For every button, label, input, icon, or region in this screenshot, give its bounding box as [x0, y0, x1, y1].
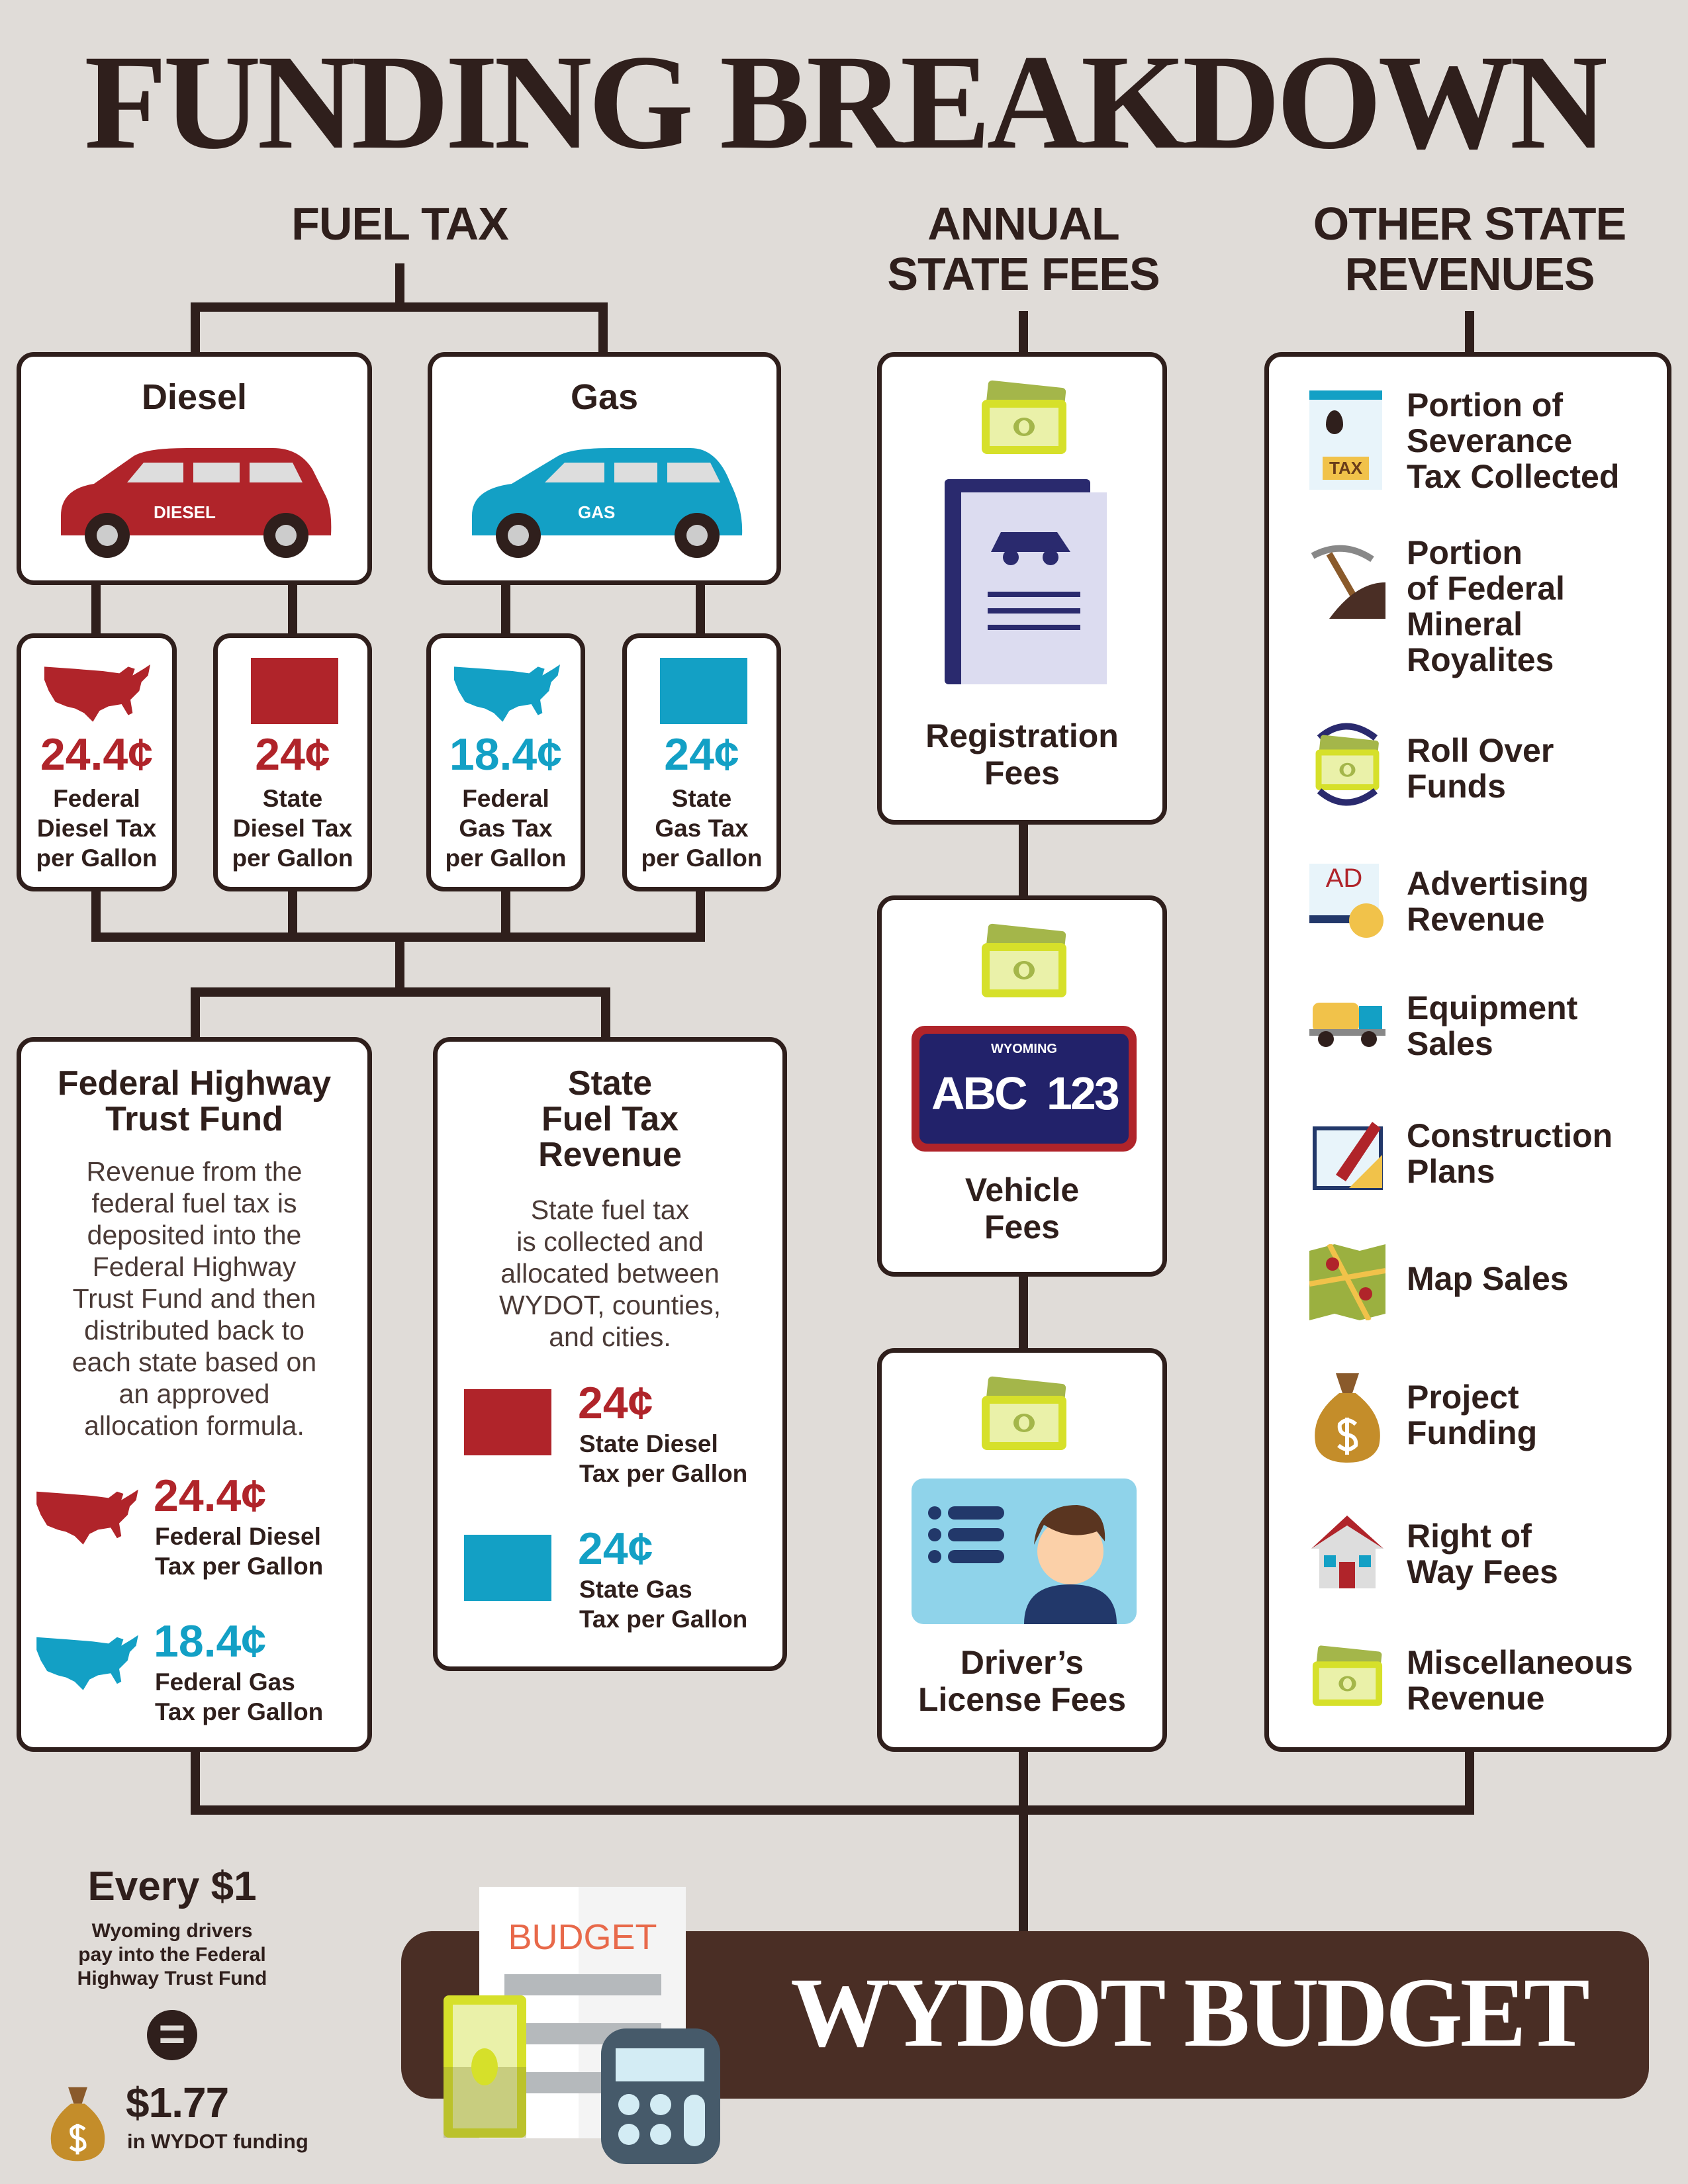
other-state-revenues-card	[1264, 352, 1671, 1752]
registration-fees-card: Registration Fees	[877, 352, 1167, 825]
federal-gas-tax-card: 18.4¢ Federal Gas Tax per Gallon	[426, 633, 585, 891]
drivers-license-fees-card: Driver’s License Fees	[877, 1348, 1167, 1752]
card-title: Federal Highway Trust Fund	[57, 1064, 332, 1138]
money-icon	[978, 1376, 1070, 1455]
every-dollar-heading: Every $1	[87, 1864, 257, 1909]
header-other-state-revenues: OTHER STATE REVENUES	[1313, 198, 1627, 300]
tax-value: 24¢	[578, 1378, 653, 1428]
tax-icon-text: TAX	[1323, 457, 1370, 480]
federal-highway-trust-fund-card: Federal Highway Trust Fund Revenue from …	[17, 1037, 372, 1752]
state-gas-tax-card: 24¢ State Gas Tax per Gallon	[622, 633, 781, 891]
equipment-truck-icon	[1309, 996, 1385, 1072]
us-map-icon	[34, 1482, 140, 1548]
diesel-label: Diesel	[141, 377, 248, 417]
severance-tax-icon: TAX	[1309, 390, 1385, 490]
money-icon	[978, 380, 1070, 459]
tax-label: Federal Gas Tax per Gallon	[155, 1668, 324, 1725]
fee-label: Driver’s License Fees	[917, 1644, 1127, 1718]
tax-value: 24.4¢	[154, 1471, 267, 1521]
wyoming-square-icon	[464, 1389, 551, 1455]
map-icon	[1309, 1243, 1386, 1322]
plate-left: ABC	[931, 1068, 1028, 1119]
revenue-item: Construction Plans	[1407, 1117, 1613, 1190]
budget-document-text: BUDGET	[508, 1917, 657, 1957]
wydot-funding-label: in WYDOT funding	[127, 2130, 308, 2153]
wyoming-square-icon	[660, 658, 747, 724]
tax-value: 24.4¢	[40, 729, 154, 780]
diesel-car-text: DIESEL	[154, 502, 216, 522]
plate-right: 123	[1047, 1068, 1120, 1119]
fee-label: Registration Fees	[925, 717, 1119, 792]
diesel-car-icon	[61, 448, 332, 558]
gas-label: Gas	[570, 377, 639, 417]
house-icon	[1309, 1512, 1385, 1588]
card-title: State Fuel Tax Revenue	[538, 1064, 682, 1174]
gas-car-text: GAS	[578, 502, 616, 522]
construction-plans-icon	[1309, 1115, 1385, 1191]
wyoming-square-icon	[464, 1535, 551, 1601]
tax-value: 18.4¢	[154, 1616, 267, 1666]
tax-value: 24¢	[664, 729, 739, 780]
plate-state: WYOMING	[991, 1042, 1057, 1056]
tax-value: 24¢	[578, 1524, 653, 1574]
tax-label: State Gas Tax per Gallon	[579, 1576, 748, 1633]
tax-value: 24¢	[255, 729, 330, 780]
header-fuel-tax: FUEL TAX	[291, 198, 509, 250]
revenue-item: Advertising Revenue	[1407, 865, 1589, 938]
revenue-item: Map Sales	[1407, 1260, 1569, 1297]
revenue-item: Project Funding	[1407, 1379, 1538, 1451]
federal-diesel-tax-card: 24.4¢ Federal Diesel Tax per Gallon	[17, 633, 177, 891]
revenue-item: Equipment Sales	[1407, 989, 1578, 1062]
card-body: State fuel tax is collected and allocate…	[499, 1195, 721, 1352]
wydot-budget-title: WYDOT BUDGET	[790, 1958, 1590, 2068]
money-icon	[1309, 1645, 1385, 1721]
revenue-item: Portion of Severance Tax Collected	[1407, 387, 1620, 495]
diesel-card: Diesel DIESEL	[17, 352, 372, 585]
wydot-funding-amount: $1.77	[126, 2079, 229, 2126]
page-title: FUNDING BREAKDOWN	[84, 27, 1607, 177]
tax-label: State Gas Tax per Gallon	[641, 785, 763, 872]
fee-label: Vehicle Fees	[964, 1171, 1080, 1246]
tax-label: Federal Diesel Tax per Gallon	[155, 1523, 324, 1580]
id-card-icon	[912, 1479, 1137, 1624]
revenue-item: Right of Way Fees	[1407, 1518, 1558, 1590]
pickaxe-icon	[1309, 543, 1385, 619]
gas-card: Gas GAS	[428, 352, 781, 585]
money-bag-icon	[50, 2087, 105, 2161]
money-bag-icon	[1309, 1370, 1385, 1463]
state-fuel-tax-revenue-card: State Fuel Tax Revenue State fuel tax is…	[433, 1037, 787, 1671]
wyoming-square-icon	[251, 658, 338, 724]
advertising-icon: AD	[1309, 864, 1385, 940]
roll-over-funds-icon	[1309, 718, 1385, 806]
tax-label: Federal Gas Tax per Gallon	[445, 785, 567, 872]
tax-label: State Diesel Tax per Gallon	[232, 785, 353, 872]
revenue-item: Roll Over Funds	[1407, 732, 1554, 805]
revenue-item: Miscellaneous Revenue	[1407, 1644, 1633, 1717]
cash-icon	[444, 1995, 526, 2138]
tax-value: 18.4¢	[449, 729, 563, 780]
equals-icon: =	[147, 2010, 197, 2060]
ad-icon-text: AD	[1309, 864, 1379, 923]
us-map-icon	[34, 1627, 140, 1694]
every-dollar-description: Wyoming drivers pay into the Federal Hig…	[77, 1920, 267, 1989]
us-map-icon	[41, 658, 154, 724]
us-map-icon	[451, 658, 563, 724]
revenue-item: Portion of Federal Mineral Royalites	[1407, 534, 1565, 678]
state-diesel-tax-card: 24¢ State Diesel Tax per Gallon	[213, 633, 372, 891]
license-plate-icon: WYOMING ABC 123	[912, 1026, 1137, 1152]
calculator-icon	[601, 2028, 720, 2164]
money-icon	[978, 923, 1070, 1003]
tax-label: Federal Diesel Tax per Gallon	[36, 785, 158, 872]
header-annual-state-fees: ANNUAL STATE FEES	[887, 198, 1160, 300]
vehicle-fees-card: WYOMING ABC 123 Vehicle Fees	[877, 895, 1167, 1277]
gas-car-icon	[472, 448, 743, 558]
tax-label: State Diesel Tax per Gallon	[579, 1430, 748, 1487]
document-icon	[945, 479, 1107, 684]
card-body: Revenue from the federal fuel tax is dep…	[71, 1156, 317, 1441]
